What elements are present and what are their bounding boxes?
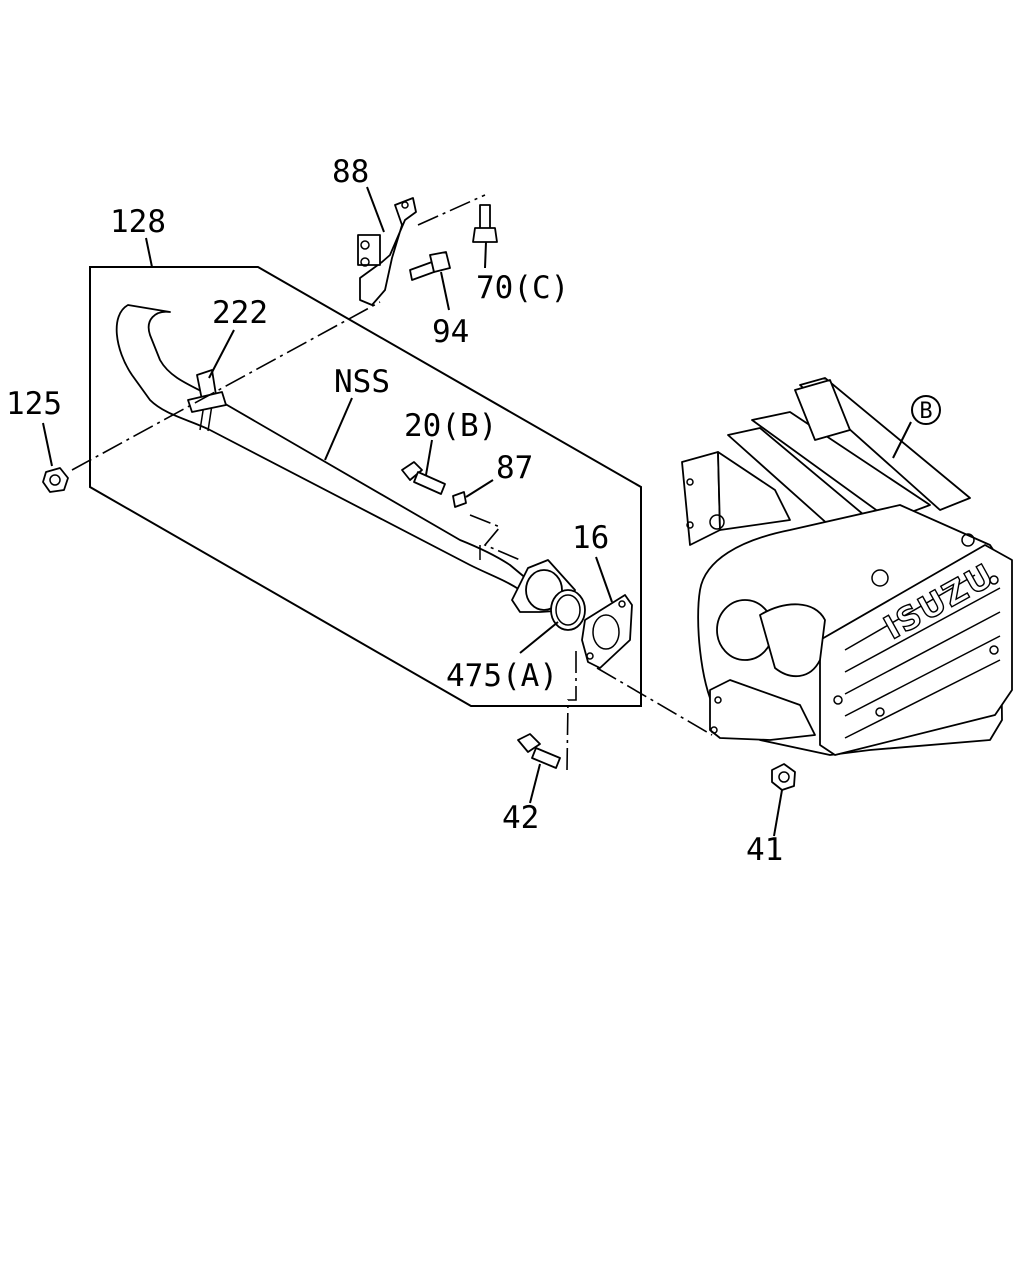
bolt-94 [409, 251, 451, 281]
leader-16 [595, 556, 613, 603]
leader-475a [519, 621, 559, 654]
bracket-88 [357, 197, 417, 306]
callout-41: 41 [746, 832, 783, 868]
center-line-125-to-88 [71, 301, 381, 471]
center-line-gasket-to-muffler [596, 667, 713, 736]
leader-222 [208, 329, 235, 379]
callout-475a: 475(A) [446, 658, 558, 694]
bolt-20b [401, 461, 446, 495]
bolt-70c [472, 204, 498, 243]
callout-70c: 70(C) [476, 270, 569, 306]
callout-88: 88 [332, 154, 369, 190]
callout-128: 128 [110, 204, 166, 240]
leader-70c [484, 241, 487, 269]
leader-87 [465, 479, 494, 498]
center-line-88-to-70c [417, 194, 486, 226]
flange-gasket-16 [581, 594, 633, 669]
assembly-128-outline [89, 266, 642, 707]
screw-87 [452, 491, 467, 508]
leader-128 [145, 237, 153, 268]
callout-94: 94 [432, 314, 469, 350]
leader-94 [440, 271, 450, 311]
callout-222: 222 [212, 295, 268, 331]
leader-41 [773, 789, 783, 837]
nut-41 [771, 763, 796, 791]
callout-87: 87 [496, 450, 533, 486]
callout-125: 125 [6, 386, 62, 422]
callout-42: 42 [502, 800, 539, 836]
leader-nss [324, 397, 353, 461]
leader-125 [42, 422, 53, 467]
callout-20b: 20(B) [404, 408, 497, 444]
leader-b [892, 421, 912, 459]
callout-16: 16 [572, 520, 609, 556]
callout-nss: NSS [334, 364, 390, 400]
leader-88 [366, 186, 385, 233]
ring-gasket-475a [550, 589, 586, 631]
leader-42 [529, 763, 541, 804]
muffler-assembly-b: ISUZU [681, 377, 1013, 756]
leader-20b [425, 439, 433, 476]
callout-b: B [919, 399, 932, 424]
callout-b-circle: B [911, 395, 941, 425]
bolt-42 [517, 733, 561, 769]
center-line-20b-to-flange [469, 514, 521, 561]
nut-125 [42, 467, 69, 493]
center-line-42-to-gasket [566, 648, 577, 771]
